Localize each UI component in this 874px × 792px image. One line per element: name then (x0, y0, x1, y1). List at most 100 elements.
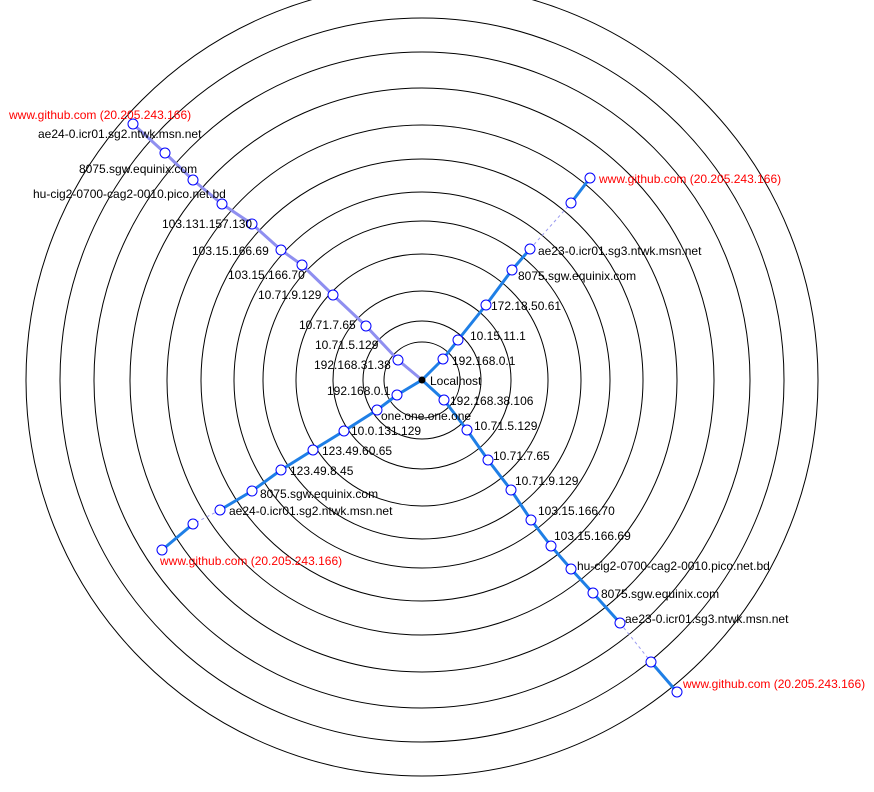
hop-node[interactable] (187, 518, 199, 530)
destination-label: www.github.com (20.205.243.166) (598, 172, 781, 186)
hop-node[interactable] (480, 299, 492, 311)
hop-node[interactable] (614, 617, 626, 629)
route-link (331, 293, 368, 328)
hop-label: 192.168.0.1 (452, 354, 516, 368)
hop-node[interactable] (482, 454, 494, 466)
route-link (442, 399, 469, 431)
hop-node[interactable] (452, 334, 464, 346)
hop-label: 8075.sgw.equinix.com (518, 269, 636, 283)
route-link (161, 522, 194, 552)
hop-nodes (127, 118, 683, 698)
hop-label: 10.71.7.65 (493, 449, 550, 463)
hop-label: 192.168.31.38 (314, 358, 391, 372)
hop-label: 123.49.60.65 (322, 444, 392, 458)
hop-node[interactable] (506, 264, 518, 276)
hop-label: hu-cig2-0700-cag2-0010.pico.net.bd (577, 559, 770, 573)
localhost-label: Localhost (430, 374, 482, 388)
hop-labels: 192.168.31.38 10.71.5.129 10.71.7.65 10.71.… (8, 108, 865, 691)
hop-label: one.one.one.one (381, 409, 471, 423)
distance-ring (59, 17, 785, 743)
hop-label: 10.71.5.129 (474, 419, 538, 433)
route-links (131, 122, 679, 693)
distance-ring (166, 124, 678, 636)
hop-label: 10.15.11.1 (470, 329, 526, 343)
route-link (343, 408, 378, 433)
hop-label: 103.15.166.69 (554, 529, 631, 543)
hop-node[interactable] (461, 424, 473, 436)
route-link (456, 304, 488, 341)
hop-label: 192.168.38.106 (450, 394, 534, 408)
hop-node[interactable] (587, 587, 599, 599)
hop-label: ae23-0.icr01.sg3.ntwk.msn.net (538, 244, 702, 258)
route-link (192, 178, 223, 206)
destination-label: www.github.com (20.205.243.166) (8, 108, 191, 122)
route-link (251, 468, 282, 493)
hop-label: 10.71.5.129 (315, 338, 379, 352)
localhost-node[interactable] (418, 376, 426, 384)
hop-node[interactable] (671, 686, 683, 698)
hop-label: 10.71.9.129 (515, 474, 579, 488)
hop-node[interactable] (565, 197, 577, 209)
hop-node[interactable] (214, 504, 226, 516)
hop-label: 103.15.166.69 (192, 244, 269, 258)
hop-label: 103.15.166.70 (538, 504, 615, 518)
route-link (649, 661, 679, 693)
route-link (591, 591, 622, 625)
distance-ring (93, 51, 751, 709)
hop-label: 10.71.7.65 (299, 318, 356, 332)
hop-node[interactable] (159, 147, 171, 159)
route-link (163, 151, 195, 182)
hop-node[interactable] (327, 289, 339, 301)
hop-node[interactable] (505, 484, 517, 496)
hop-node[interactable] (525, 514, 537, 526)
hop-node[interactable] (156, 544, 168, 556)
hop-node[interactable] (360, 320, 372, 332)
hop-label: ae23-0.icr01.sg3.ntwk.msn.net (625, 612, 789, 626)
distance-ring (200, 158, 644, 602)
route-link (619, 622, 652, 663)
hop-node[interactable] (438, 394, 450, 406)
hop-node[interactable] (307, 444, 319, 456)
distance-ring (262, 220, 582, 540)
hop-label: 10.0.131.129 (351, 424, 421, 438)
hop-node[interactable] (565, 563, 577, 575)
hop-node[interactable] (246, 218, 258, 230)
route-link (484, 269, 514, 306)
hop-node[interactable] (216, 198, 228, 210)
hop-label: hu-cig2-0700-cag2-0010.pico.net.bd (33, 187, 226, 201)
hop-node[interactable] (584, 172, 596, 184)
hop-node[interactable] (545, 540, 557, 552)
hop-node[interactable] (275, 464, 287, 476)
hop-node[interactable] (246, 485, 258, 497)
hop-label: 103.131.157.130 (162, 217, 252, 231)
hop-node[interactable] (392, 354, 404, 366)
hop-node[interactable] (437, 353, 449, 365)
hop-label: 172.18.50.61 (491, 299, 561, 313)
hop-node[interactable] (187, 174, 199, 186)
route-link (221, 202, 253, 226)
hop-node[interactable] (524, 243, 536, 255)
destination-label: www.github.com (20.205.243.166) (159, 554, 342, 568)
route-link (486, 459, 513, 491)
route-link (131, 122, 167, 155)
hop-node[interactable] (296, 259, 308, 271)
hop-node[interactable] (338, 425, 350, 437)
route-link (280, 448, 314, 472)
hop-label: 123.49.8.45 (290, 464, 354, 478)
hop-node[interactable] (275, 244, 287, 256)
route-link (364, 324, 400, 362)
hop-node[interactable] (645, 656, 657, 668)
distance-ring (25, 0, 819, 777)
hop-node[interactable] (391, 389, 403, 401)
hop-node[interactable] (371, 404, 383, 416)
distance-ring (295, 253, 549, 507)
destination-label: www.github.com (20.205.243.166) (682, 677, 865, 691)
route-link (300, 263, 335, 297)
hop-node[interactable] (127, 118, 139, 130)
route-link (312, 429, 345, 452)
distance-rings (25, 0, 819, 777)
hop-label: ae24-0.icr01.sg2.ntwk.msn.net (38, 127, 202, 141)
hop-label: 8075.sgw.equinix.com (79, 162, 197, 176)
hop-label: 103.15.166.70 (228, 268, 305, 282)
